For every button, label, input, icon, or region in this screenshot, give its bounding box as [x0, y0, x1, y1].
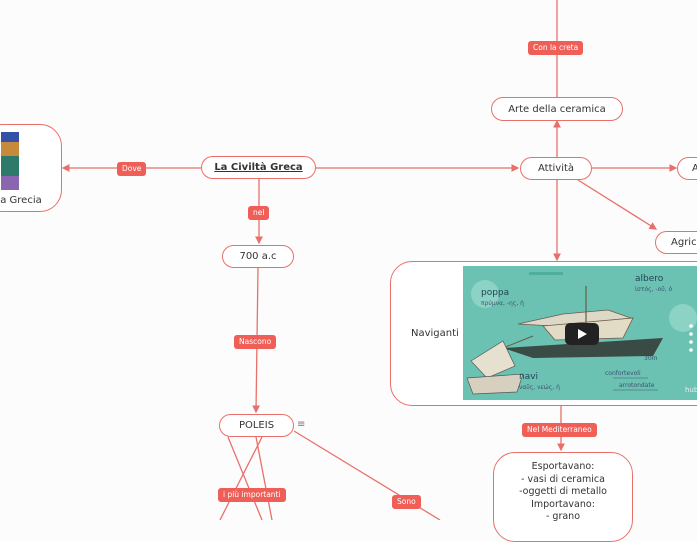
- root-title: La Civiltà Greca: [214, 162, 303, 173]
- trade-line-5: - grano: [545, 511, 581, 522]
- tag-piu-importanti[interactable]: i più importanti: [218, 488, 286, 502]
- label-albero: albero: [635, 274, 664, 284]
- play-icon: [578, 329, 587, 339]
- label-albero-greek: ἱστός, -οῦ, ὁ: [635, 286, 673, 293]
- label-arrotondate: arrotondate: [619, 382, 655, 389]
- node-poleis[interactable]: POLEIS: [219, 414, 294, 437]
- connector-lines: [61, 0, 678, 520]
- node-arte-label: Arte della ceramica: [508, 103, 606, 115]
- node-attivita-label: Attività: [537, 163, 575, 174]
- label-poppa: poppa: [481, 288, 510, 298]
- trade-line-3: -oggetti di metallo: [519, 486, 607, 497]
- node-grecia[interactable]: a Grecia: [0, 124, 62, 212]
- label-poppa-greek: πρύμνα, -ης, ἡ: [481, 300, 524, 307]
- node-naviganti-label: Naviganti: [411, 328, 459, 339]
- node-attivita[interactable]: Attività: [520, 157, 592, 180]
- node-date-label: 700 a.c: [239, 251, 277, 262]
- node-agricoltura[interactable]: Agric: [655, 231, 697, 254]
- tag-dove[interactable]: Dove: [117, 162, 147, 176]
- label-misura: 30m: [644, 355, 658, 362]
- grecia-image: [1, 132, 19, 190]
- tag-nascono[interactable]: Nascono: [234, 335, 277, 349]
- node-grecia-label: a Grecia: [0, 195, 42, 206]
- node-root[interactable]: La Civiltà Greca: [201, 156, 316, 179]
- node-agricoltura-label: Agric: [671, 237, 697, 248]
- trade-line-2: - vasi di ceramica: [521, 473, 605, 485]
- trade-line-4: Importavano:: [531, 498, 595, 510]
- label-brand: hub: [685, 386, 697, 394]
- video-thumbnail[interactable]: poppa πρύμνα, -ης, ἡ albero ἱστός, -οῦ, …: [463, 266, 697, 400]
- tag-nel[interactable]: nel: [248, 206, 270, 220]
- node-right-cut-label: A: [692, 163, 697, 174]
- node-arte[interactable]: Arte della ceramica: [491, 97, 623, 121]
- node-poleis-label: POLEIS: [238, 420, 275, 431]
- trade-line-1: Esportavano:: [531, 461, 595, 472]
- node-right-cut[interactable]: A: [677, 157, 697, 180]
- tag-con-la-creta[interactable]: Con la creta: [528, 41, 584, 55]
- node-date[interactable]: 700 a.c: [222, 245, 294, 268]
- tag-nel-mediterraneo[interactable]: Nel Mediterraneo: [522, 423, 597, 437]
- notes-menu-icon[interactable]: ≡: [297, 419, 306, 430]
- tag-sono[interactable]: Sono: [392, 495, 421, 509]
- play-button[interactable]: [565, 323, 599, 345]
- label-navi-greek: ναῦς, νεώς, ἡ: [519, 384, 560, 391]
- label-navi: navi: [519, 372, 539, 382]
- node-commercio[interactable]: Esportavano: - vasi di ceramica -oggetti…: [493, 452, 633, 542]
- label-confortevoli: confortevoli: [605, 370, 641, 377]
